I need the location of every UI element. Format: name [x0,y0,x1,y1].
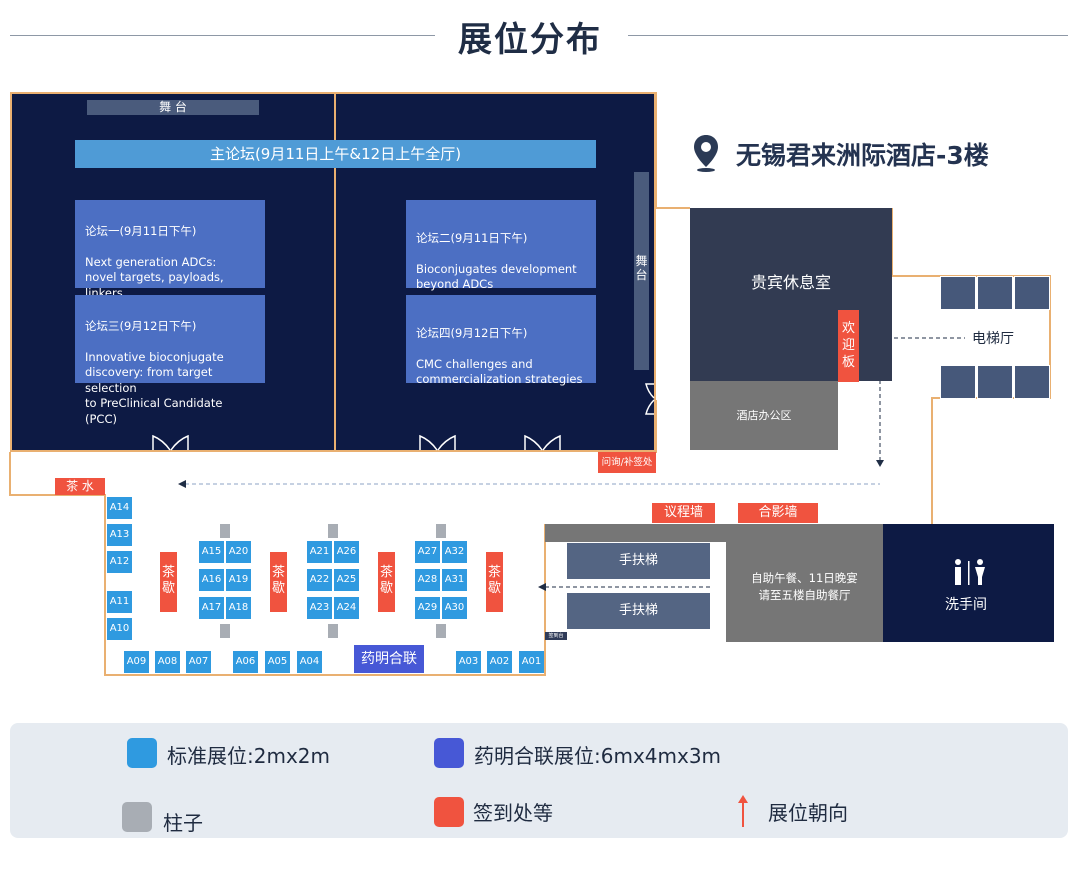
forum-2-head: 论坛二(9月11日下午) [416,230,528,245]
booth[interactable]: A05 [265,651,290,673]
corridor-wall [545,524,883,542]
elevator-4 [940,365,976,399]
forum-3-head: 论坛三(9月12日下午) [85,318,197,333]
legend-standard-label: 标准展位:2mx2m [167,744,330,768]
pillar [220,624,230,638]
booth[interactable]: A11 [107,591,132,613]
legend-panel [10,723,1068,838]
legend-pillar-swatch [122,802,152,832]
pillar [436,624,446,638]
booth[interactable]: A01 [519,651,544,673]
buffet-note: 自助午餐、11日晚宴 请至五楼自助餐厅 [726,542,883,642]
booth[interactable]: A02 [487,651,512,673]
title-rule-right [628,35,1068,36]
tea-break: 茶歇 [270,552,287,612]
pillar [328,624,338,638]
booth[interactable]: A14 [107,497,132,519]
booth[interactable]: A18 [226,597,251,619]
booth[interactable]: A06 [233,651,258,673]
tea-break: 茶歇 [378,552,395,612]
booth[interactable]: A21 [307,541,332,563]
tea-water: 茶 水 [55,478,105,495]
pillar [436,524,446,538]
restroom: 洗手间 [883,524,1054,642]
wuxi-booth[interactable]: 药明合联 [354,645,424,673]
hotel-office: 酒店办公区 [690,381,838,450]
forum-4-body: CMC challenges and commercialization str… [416,356,583,387]
booth[interactable]: A04 [297,651,322,673]
tea-break: 茶歇 [160,552,177,612]
tea-break: 茶歇 [486,552,503,612]
page-title: 展位分布 [458,20,602,60]
venue-name: 无锡君来洲际酒店-3楼 [736,141,989,170]
floor-outline [9,92,1051,676]
booth[interactable]: A23 [307,597,332,619]
booth[interactable]: A09 [124,651,149,673]
booth[interactable]: A27 [415,541,440,563]
escalator-2: 手扶梯 [567,593,710,629]
restroom-label: 洗手间 [945,597,987,613]
escalator-1: 手扶梯 [567,543,710,579]
forum-2: 论坛二(9月11日下午) Bioconjugates development b… [406,200,596,291]
booth[interactable]: A26 [334,541,359,563]
elevator-6 [1014,365,1050,399]
booth[interactable]: A10 [107,618,132,640]
booth[interactable]: A15 [199,541,224,563]
elevator-5 [977,365,1013,399]
restroom-icon [955,559,985,585]
forum-2-body: Bioconjugates development beyond ADCs [416,261,577,292]
booth[interactable]: A16 [199,569,224,591]
booth[interactable]: A31 [442,569,467,591]
checkin-small-label: 签到台 [545,632,567,640]
agenda-wall: 议程墙 [652,503,715,523]
forum-1-head: 论坛一(9月11日下午) [85,223,197,238]
booth[interactable]: A13 [107,524,132,546]
legend-wuxi-swatch [434,738,464,768]
title-rule-left [10,35,435,36]
main-forum-banner: 主论坛(9月11日上午&12日上午全厅) [75,140,596,168]
elevator-1 [940,276,976,310]
forum-3-body: Innovative bioconjugate discovery: from … [85,349,224,426]
booth[interactable]: A25 [334,569,359,591]
forum-4-head: 论坛四(9月12日下午) [416,325,528,340]
welcome-board: 欢迎板 [838,310,859,382]
stage-side: 舞台 [634,172,649,370]
elevator-2 [977,276,1013,310]
legend-direction-label: 展位朝向 [768,801,848,825]
booth[interactable]: A29 [415,597,440,619]
elevator-3 [1014,276,1050,310]
vip-room: 贵宾休息室 [690,208,892,381]
legend-wuxi-label: 药明合联展位:6mx4mx3m [474,744,722,768]
location-pin-icon [694,135,718,172]
arrow-up-icon [738,795,748,827]
booth[interactable]: A17 [199,597,224,619]
elevator-hall-label: 电梯厅 [972,331,1014,347]
booth[interactable]: A12 [107,551,132,573]
booth[interactable]: A19 [226,569,251,591]
hall-divider [334,92,336,452]
legend-checkin-label: 签到处等 [473,801,553,825]
booth[interactable]: A24 [334,597,359,619]
booth[interactable]: A28 [415,569,440,591]
booth[interactable]: A07 [186,651,211,673]
forum-3: 论坛三(9月12日下午) Innovative bioconjugate dis… [75,295,265,426]
inquiry-desk: 问询/补签处 [598,452,656,473]
booth[interactable]: A03 [456,651,481,673]
booth[interactable]: A22 [307,569,332,591]
legend-standard-swatch [127,738,157,768]
booth[interactable]: A20 [226,541,251,563]
legend-pillar-label: 柱子 [163,811,203,835]
forum-4: 论坛四(9月12日下午) CMC challenges and commerci… [406,295,596,386]
booth[interactable]: A08 [155,651,180,673]
stage-top: 舞 台 [87,100,259,115]
pillar [220,524,230,538]
pillar [328,524,338,538]
booth[interactable]: A32 [442,541,467,563]
legend-checkin-swatch [434,797,464,827]
photo-wall: 合影墙 [738,503,818,523]
booth[interactable]: A30 [442,597,467,619]
